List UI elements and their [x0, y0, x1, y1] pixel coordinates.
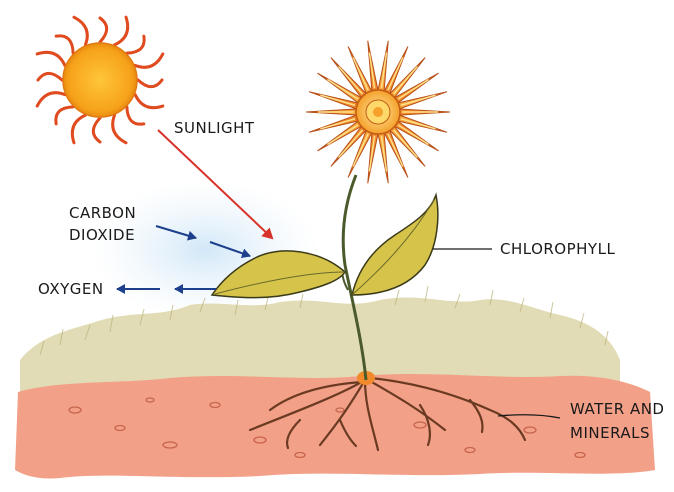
flower-petal	[378, 131, 389, 183]
sun-ray	[127, 107, 144, 124]
sun-ray	[56, 36, 73, 53]
sun-ray	[37, 52, 65, 65]
flower-center-dot	[373, 107, 383, 117]
water-minerals-label-line2: MINERALS	[570, 423, 650, 444]
sunlight-label: SUNLIGHT	[174, 118, 255, 139]
sun-ray	[113, 115, 126, 143]
sun-ray	[100, 18, 107, 42]
sun-ray	[135, 95, 163, 108]
sun-ray	[72, 115, 85, 143]
sun-ray	[93, 118, 100, 142]
chlorophyll-label: CHLOROPHYLL	[500, 239, 615, 260]
flower-petal	[368, 131, 379, 183]
flower-petal	[378, 41, 389, 93]
right-leaf	[352, 195, 438, 295]
sun-ray	[38, 73, 62, 80]
flower-petal	[368, 41, 379, 93]
sun-ray	[115, 17, 128, 45]
sun-ray	[56, 107, 73, 124]
sun-ray	[138, 80, 162, 87]
sun-ray	[127, 36, 144, 53]
sun-ray	[74, 17, 87, 45]
water-minerals-label-line1: WATER AND	[570, 399, 664, 420]
sun-ray	[37, 93, 65, 106]
sun	[63, 43, 137, 117]
carbon-dioxide-label-line2: DIOXIDE	[69, 225, 135, 246]
sun-ray	[135, 54, 163, 67]
carbon-dioxide-label-line1: CARBON	[69, 203, 136, 224]
oxygen-label: OXYGEN	[38, 279, 104, 300]
